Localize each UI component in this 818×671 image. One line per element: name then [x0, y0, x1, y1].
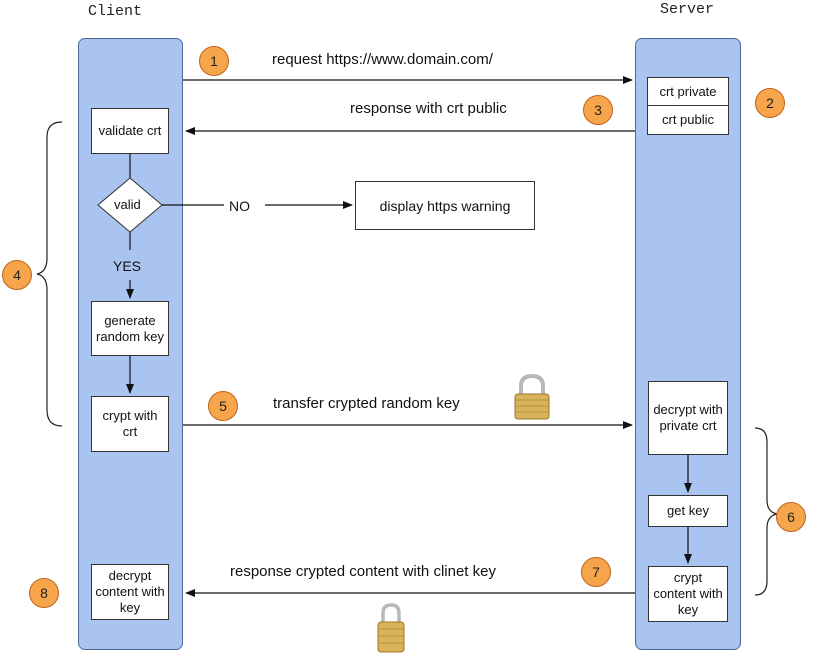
- lock-closed-icon: [377, 603, 405, 653]
- decrypt-content-box: decrypt content with key: [91, 564, 169, 620]
- valid-label: valid: [114, 197, 141, 212]
- response-content-label: response crypted content with clinet key: [230, 563, 496, 580]
- step-badge-3: 3: [583, 95, 613, 125]
- request-label: request https://www.domain.com/: [272, 51, 493, 68]
- step-badge-8: 8: [29, 578, 59, 608]
- no-label: NO: [229, 198, 250, 214]
- decrypt-private-crt-box: decrypt with private crt: [648, 381, 728, 455]
- generate-random-key-box: generate random key: [91, 301, 169, 356]
- response-crt-label: response with crt public: [350, 100, 507, 117]
- client-lane-title: Client: [88, 3, 143, 20]
- validate-crt-box: validate crt: [91, 108, 169, 154]
- brace-left: [36, 121, 63, 427]
- lock-open-icon: [514, 373, 550, 420]
- crt-public-box: crt public: [647, 105, 729, 135]
- step-badge-7: 7: [581, 557, 611, 587]
- brace-right: [754, 427, 778, 596]
- step-badge-5: 5: [208, 391, 238, 421]
- https-warning-box: display https warning: [355, 181, 535, 230]
- crypt-with-crt-box: crypt with crt: [91, 396, 169, 452]
- step-badge-6: 6: [776, 502, 806, 532]
- crypt-content-box: crypt content with key: [648, 566, 728, 622]
- yes-label: YES: [113, 258, 142, 274]
- server-lane-title: Server: [660, 1, 715, 18]
- step-badge-2: 2: [755, 88, 785, 118]
- crt-private-box: crt private: [647, 77, 729, 106]
- transfer-label: transfer crypted random key: [273, 395, 460, 412]
- step-badge-1: 1: [199, 46, 229, 76]
- get-key-box: get key: [648, 495, 728, 527]
- step-badge-4: 4: [2, 260, 32, 290]
